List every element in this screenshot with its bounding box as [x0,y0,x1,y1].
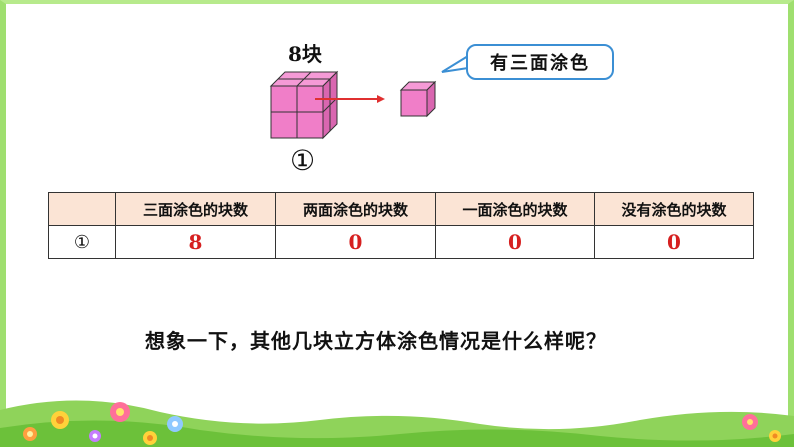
table-header-row: 三面涂色的块数 两面涂色的块数 一面涂色的块数 没有涂色的块数 [48,192,754,226]
big-cube [269,70,339,140]
flower-icon [769,430,781,442]
flower-icon [110,402,130,422]
paint-count-table: 三面涂色的块数 两面涂色的块数 一面涂色的块数 没有涂色的块数 ① 8 0 0 … [48,192,754,259]
cube-number: ① [290,144,316,177]
table-header-two-faces: 两面涂色的块数 [275,192,436,226]
flower-icon [51,411,69,429]
callout-bubble: 有三面涂色 [466,44,614,80]
question-text: 想象一下，其他几块立方体涂色情况是什么样呢？ [145,329,607,353]
table-row: ① 8 0 0 0 [48,225,754,259]
value-one-face: 0 [435,225,595,259]
flower-icon [742,414,758,430]
table-header-one-face: 一面涂色的块数 [435,192,595,226]
value-two-faces: 0 [275,225,436,259]
count-label: 8块 [288,42,322,66]
value-no-face: 0 [594,225,754,259]
arrow-icon [315,95,385,103]
table-header-corner [48,192,116,226]
row-label: ① [48,225,116,259]
flower-icon [89,430,101,442]
small-cube [399,80,437,118]
flower-icon [143,431,157,445]
value-three-faces: 8 [115,225,276,259]
grass-flower-decoration [0,400,794,447]
flower-icon [167,416,183,432]
flower-icon [23,427,37,441]
table-header-three-faces: 三面涂色的块数 [115,192,276,226]
table-header-no-face: 没有涂色的块数 [594,192,754,226]
cube-illustration [269,70,437,140]
